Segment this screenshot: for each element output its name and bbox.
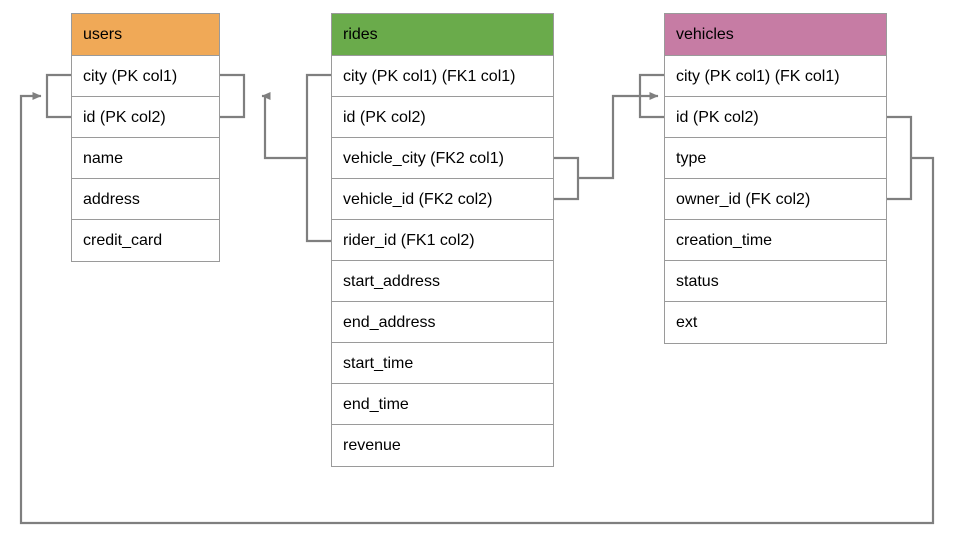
table-vehicles-column-ext[interactable]: ext [665, 302, 886, 343]
connector-rides-to-users [261, 92, 307, 160]
table-vehicles-column-status[interactable]: status [665, 261, 886, 302]
users-left-bracket [45, 73, 71, 119]
table-vehicles-column-city[interactable]: city (PK col1) (FK col1) [665, 56, 886, 97]
table-users-title: users [72, 14, 219, 56]
table-rides-column-vehicle-city[interactable]: vehicle_city (FK2 col1) [332, 138, 553, 179]
table-rides[interactable]: rides city (PK col1) (FK1 col1) id (PK c… [331, 13, 554, 467]
vehicles-right-bracket [887, 115, 913, 201]
users-right-bracket [220, 73, 246, 119]
rides-right-bracket [554, 156, 580, 201]
table-users-column-address[interactable]: address [72, 179, 219, 220]
table-rides-column-rider-id[interactable]: rider_id (FK1 col2) [332, 220, 553, 261]
table-rides-column-vehicle-id[interactable]: vehicle_id (FK2 col2) [332, 179, 553, 220]
table-users[interactable]: users city (PK col1) id (PK col2) name a… [71, 13, 220, 262]
table-vehicles-column-id[interactable]: id (PK col2) [665, 97, 886, 138]
table-vehicles-column-creation-time[interactable]: creation_time [665, 220, 886, 261]
table-rides-column-id[interactable]: id (PK col2) [332, 97, 553, 138]
vehicles-left-bracket [638, 73, 664, 119]
table-users-column-id[interactable]: id (PK col2) [72, 97, 219, 138]
table-rides-column-end-address[interactable]: end_address [332, 302, 553, 343]
connector-rides-to-vehicles [578, 92, 659, 180]
table-rides-column-revenue[interactable]: revenue [332, 425, 553, 466]
table-vehicles-column-owner-id[interactable]: owner_id (FK col2) [665, 179, 886, 220]
table-vehicles-column-type[interactable]: type [665, 138, 886, 179]
table-rides-column-start-address[interactable]: start_address [332, 261, 553, 302]
table-rides-column-start-time[interactable]: start_time [332, 343, 553, 384]
rides-left-bracket [305, 73, 331, 243]
table-vehicles[interactable]: vehicles city (PK col1) (FK col1) id (PK… [664, 13, 887, 344]
table-rides-title: rides [332, 14, 553, 56]
table-rides-column-city[interactable]: city (PK col1) (FK1 col1) [332, 56, 553, 97]
table-users-column-name[interactable]: name [72, 138, 219, 179]
table-rides-column-end-time[interactable]: end_time [332, 384, 553, 425]
table-users-column-city[interactable]: city (PK col1) [72, 56, 219, 97]
table-vehicles-title: vehicles [665, 14, 886, 56]
table-users-column-credit-card[interactable]: credit_card [72, 220, 219, 261]
